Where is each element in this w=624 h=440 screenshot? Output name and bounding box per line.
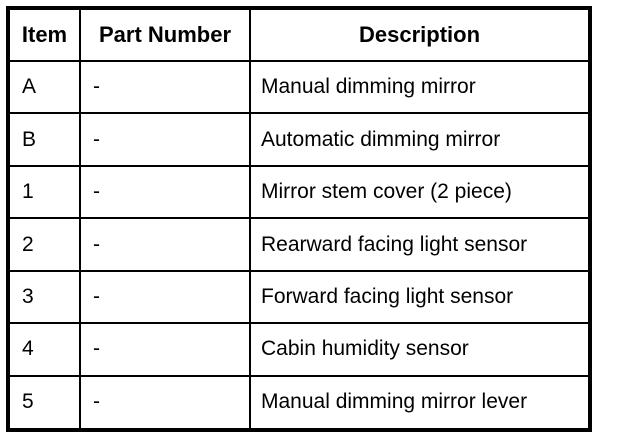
- part-number-cell: -: [79, 164, 251, 220]
- description-cell: Forward facing light sensor: [249, 269, 591, 325]
- description-cell: Manual dimming mirror lever: [249, 374, 591, 432]
- table-row: B - Automatic dimming mirror: [7, 112, 591, 167]
- column-header-item: Item: [7, 7, 81, 62]
- table-row: A - Manual dimming mirror: [7, 59, 591, 115]
- item-cell: 2: [7, 217, 81, 272]
- table-row: 4 - Cabin humidity sensor: [7, 322, 591, 377]
- item-cell: 5: [7, 374, 81, 432]
- item-cell: 1: [7, 164, 81, 220]
- part-number-cell: -: [79, 269, 251, 325]
- table-row: 2 - Rearward facing light sensor: [7, 217, 591, 272]
- header-row: Item Part Number Description: [7, 7, 591, 62]
- part-number-cell: -: [79, 322, 251, 377]
- description-cell: Mirror stem cover (2 piece): [249, 164, 591, 220]
- parts-table: Item Part Number Description A - Manual …: [6, 6, 592, 432]
- column-header-part-number: Part Number: [79, 7, 251, 62]
- part-number-cell: -: [79, 112, 251, 167]
- part-number-cell: -: [79, 217, 251, 272]
- part-number-cell: -: [79, 374, 251, 432]
- description-cell: Manual dimming mirror: [249, 59, 591, 115]
- table-row: 3 - Forward facing light sensor: [7, 269, 591, 325]
- item-cell: 4: [7, 322, 81, 377]
- table-row: 1 - Mirror stem cover (2 piece): [7, 164, 591, 220]
- item-cell: B: [7, 112, 81, 167]
- part-number-cell: -: [79, 59, 251, 115]
- description-cell: Rearward facing light sensor: [249, 217, 591, 272]
- item-cell: 3: [7, 269, 81, 325]
- column-header-description: Description: [249, 7, 591, 62]
- description-cell: Cabin humidity sensor: [249, 322, 591, 377]
- description-cell: Automatic dimming mirror: [249, 112, 591, 167]
- item-cell: A: [7, 59, 81, 115]
- table-row: 5 - Manual dimming mirror lever: [7, 374, 591, 432]
